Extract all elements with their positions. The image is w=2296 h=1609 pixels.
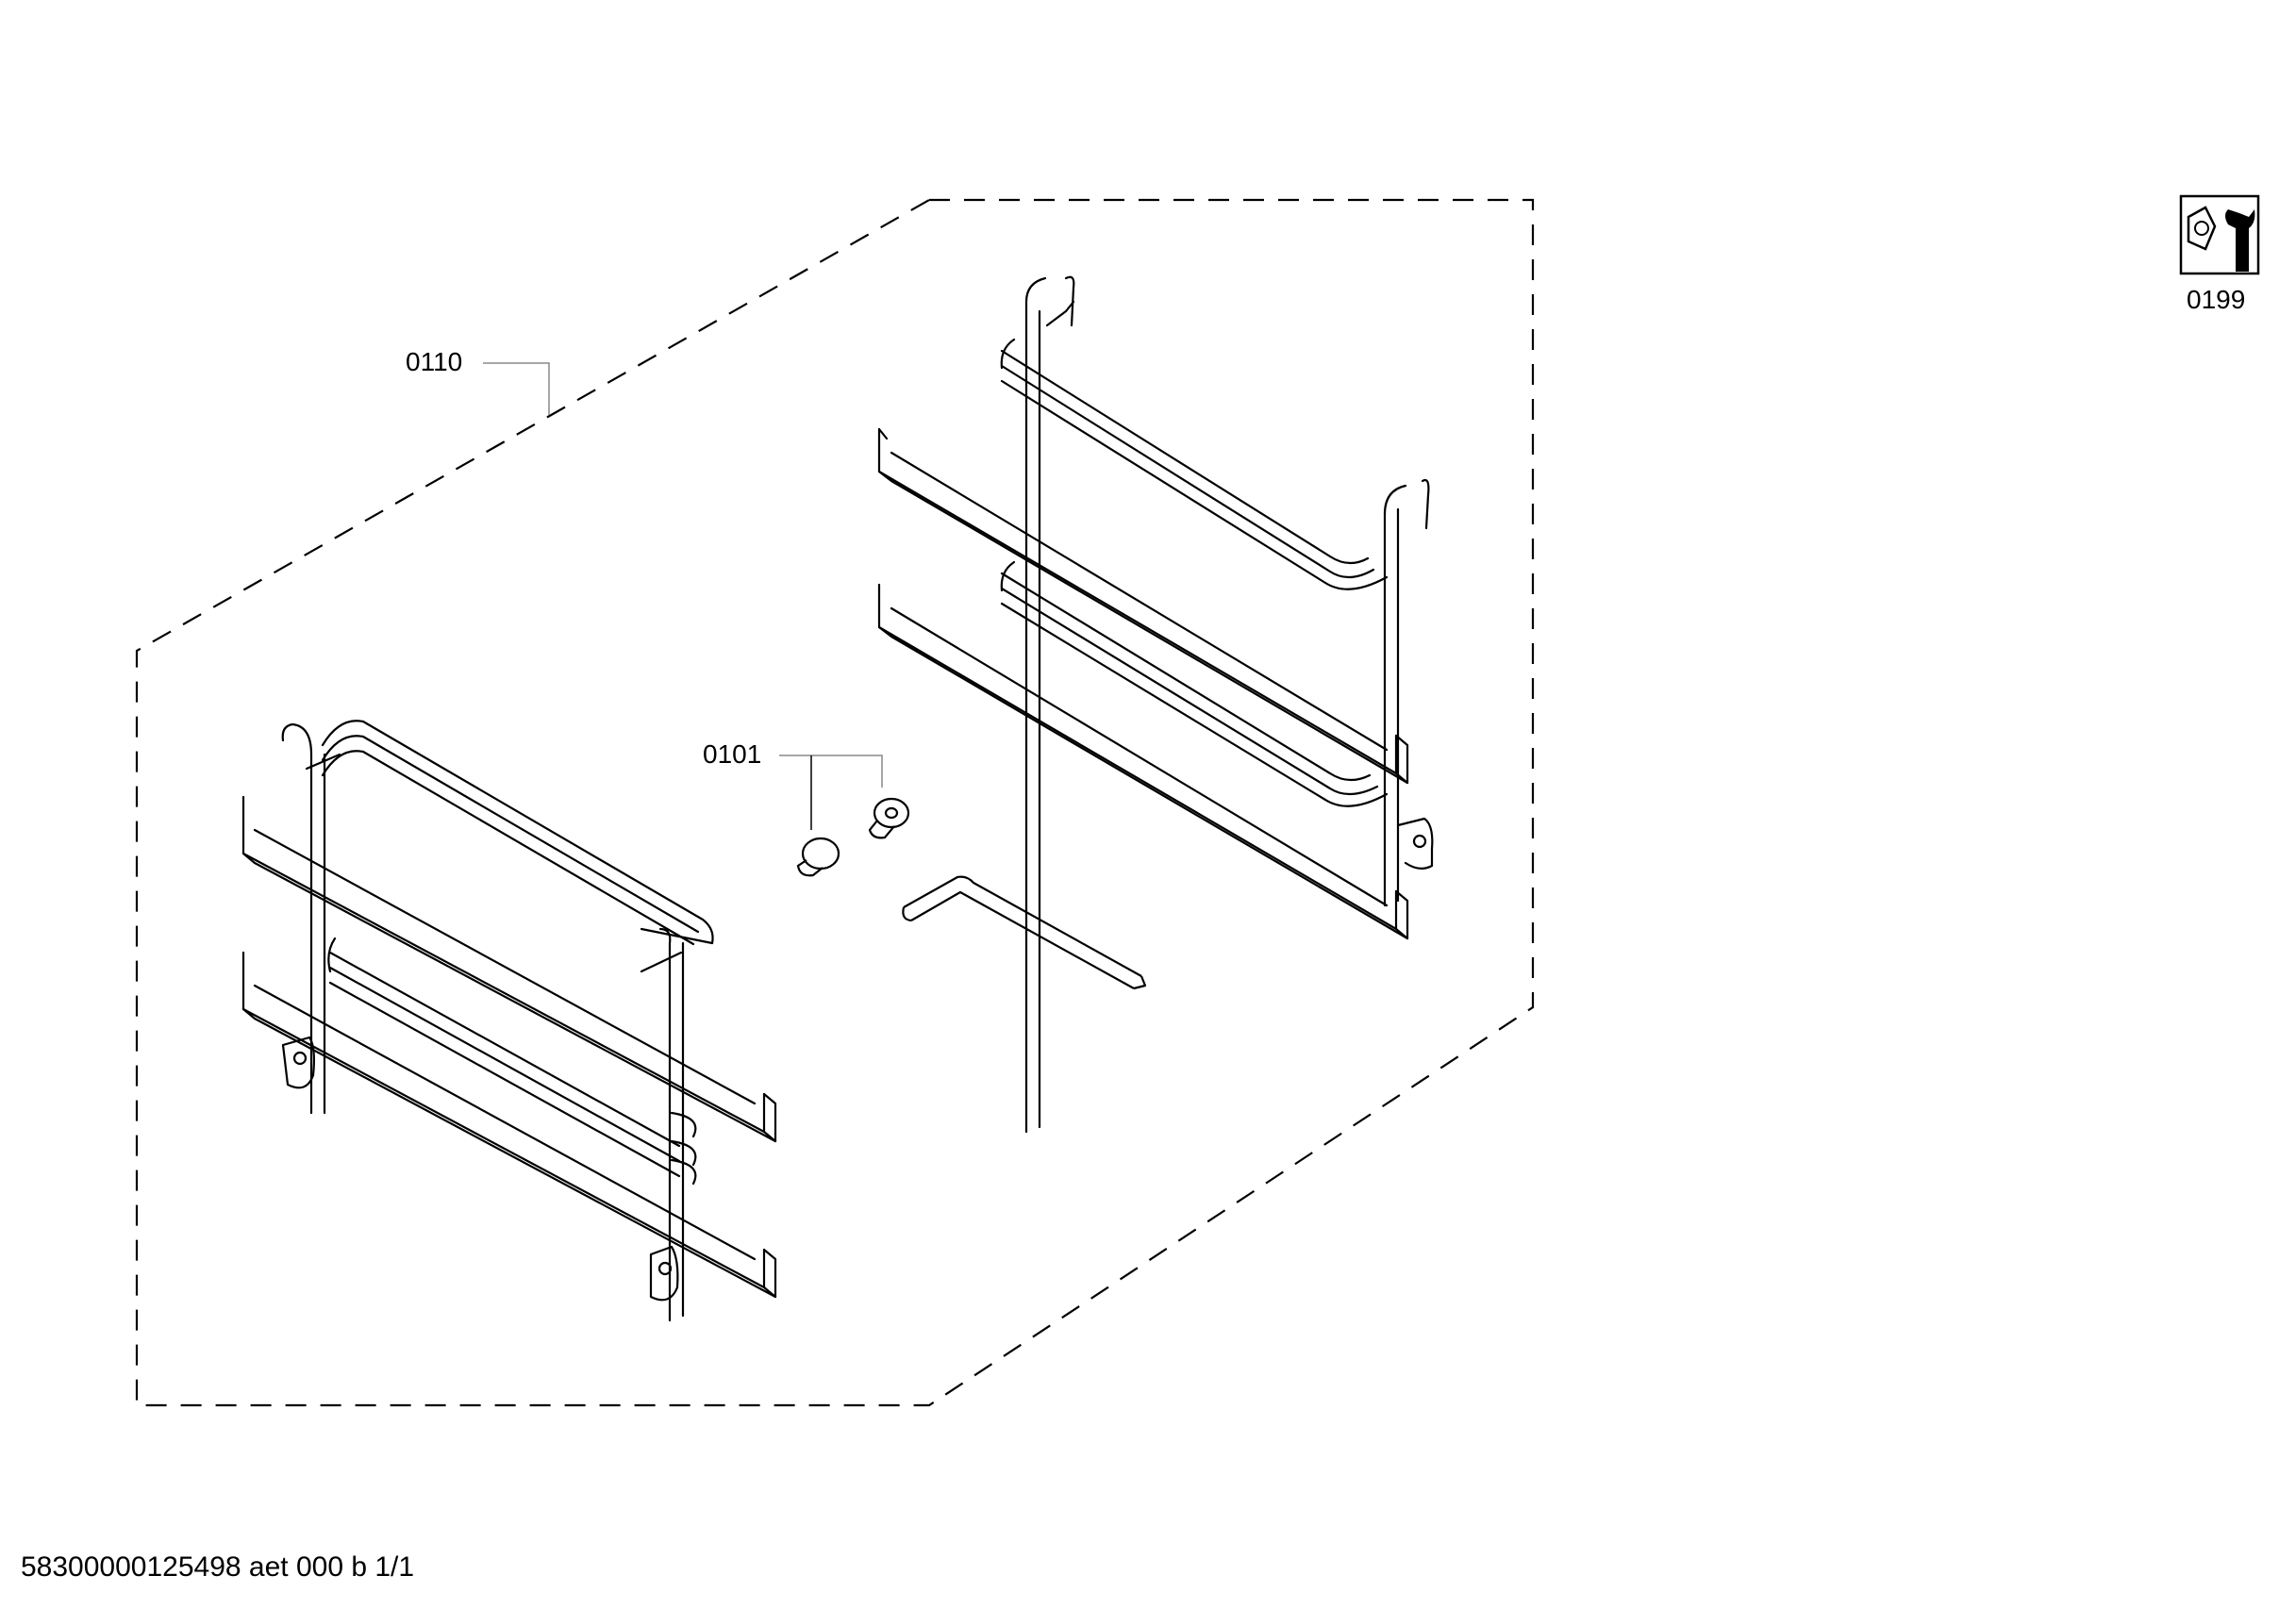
document-footer-id: 58300000125498 aet 000 b 1/1: [21, 1551, 415, 1583]
leader-0101: [779, 755, 883, 788]
right-shelf-rack: [877, 275, 1434, 1134]
left-shelf-rack: [241, 720, 777, 1322]
allen-key: [902, 875, 1147, 990]
callout-0110: 0110: [406, 347, 463, 376]
callout-0101: 0101: [703, 739, 762, 769]
leader-0110: [483, 362, 550, 415]
screw-parts: [796, 797, 910, 877]
assembly-boundary: [135, 198, 1535, 1407]
callout-0199: 0199: [2187, 285, 2246, 314]
wrench-nut-icon: [2179, 194, 2260, 275]
